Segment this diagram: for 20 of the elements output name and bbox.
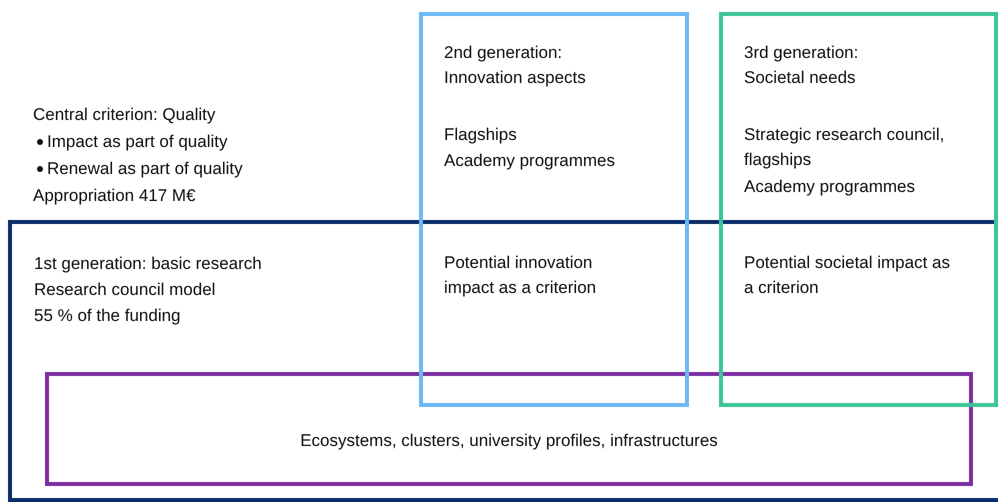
criterion-text-text: Potential societal impact as a criterion bbox=[744, 252, 951, 299]
bullet-item: Impact as part of quality bbox=[47, 131, 228, 153]
bullet-item: Renewal as part of quality bbox=[47, 158, 243, 180]
heading-text: 2nd generation: Innovation aspects bbox=[444, 42, 587, 89]
group-frame bbox=[45, 372, 973, 486]
criterion-text-text: Potential innovation impact as a criterion bbox=[444, 252, 598, 299]
note-text: Central criterion: Quality bbox=[33, 104, 216, 126]
group-frame bbox=[719, 12, 998, 407]
description-text: Academy programmes bbox=[744, 176, 916, 198]
heading-text: 1st generation: basic research bbox=[34, 253, 263, 275]
description-text: Academy programmes bbox=[444, 150, 616, 172]
group-frame bbox=[419, 12, 689, 407]
description-text: Strategic research council, flagships bbox=[744, 124, 946, 171]
description-text: Flagships bbox=[444, 124, 518, 146]
heading-text: 3rd generation: Societal needs bbox=[744, 42, 860, 89]
description-text: Ecosystems, clusters, university profiles, infrastructures bbox=[299, 430, 719, 452]
description-text: Research council model bbox=[34, 279, 216, 301]
note-text: Appropriation 417 M€ bbox=[33, 185, 196, 207]
group-frame bbox=[8, 220, 998, 502]
note-text: 55 % of the funding bbox=[34, 305, 182, 327]
